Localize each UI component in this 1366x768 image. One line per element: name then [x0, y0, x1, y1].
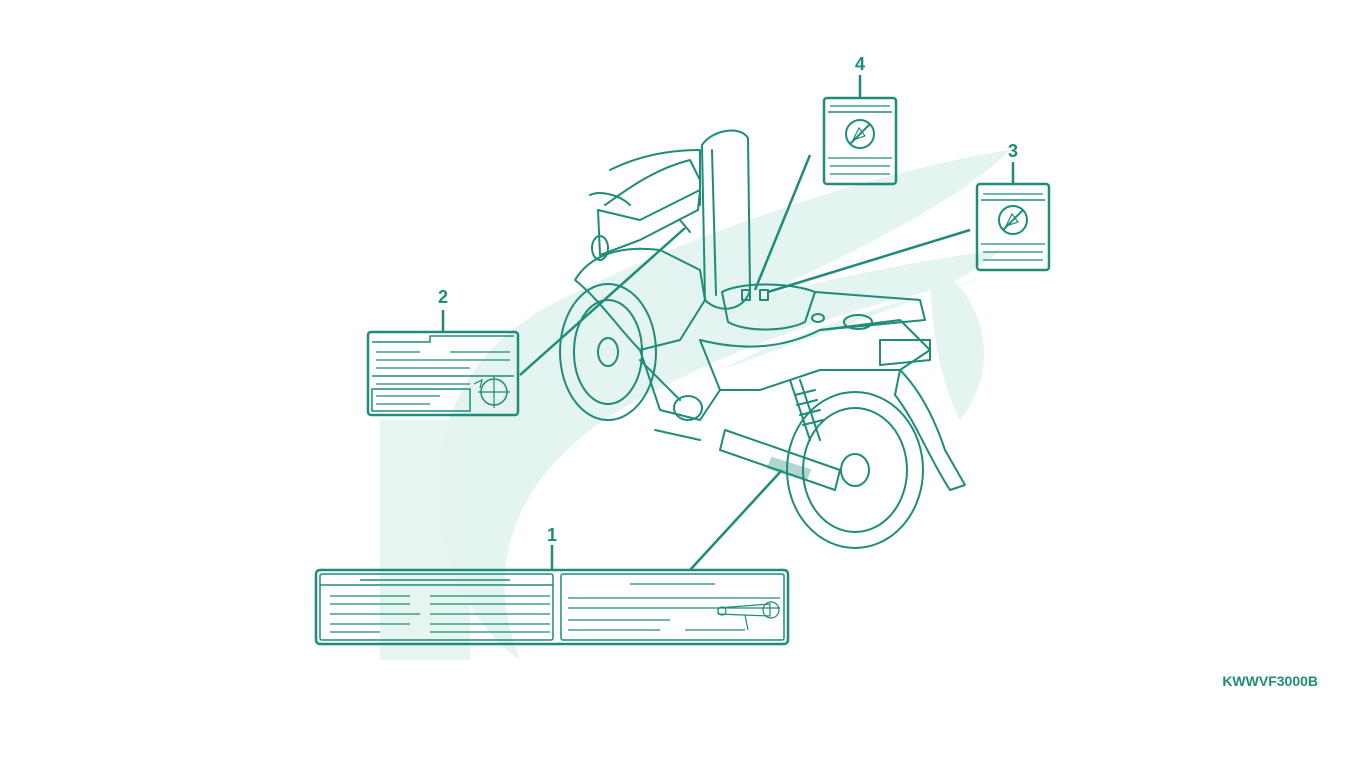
front-wheel: [559, 283, 657, 421]
chain-case: [719, 429, 841, 491]
motorcycle-drawing: [559, 129, 966, 549]
callout-number-1: 1: [547, 525, 557, 545]
label-4-fuel-warning: [822, 96, 898, 186]
wing-logo-watermark: [380, 150, 1010, 660]
rear-shock: [789, 379, 811, 441]
front-cowl: [574, 247, 706, 351]
leader-lines: [441, 75, 1015, 571]
callout-number-3: 3: [1008, 141, 1018, 161]
rear-fender: [894, 369, 966, 491]
leader-line-4: [753, 154, 812, 291]
drawing-code: KWWVF3000B: [1222, 673, 1318, 689]
label-2-tire-info: [366, 330, 520, 417]
chain-label-patch: [767, 457, 811, 481]
handlebar: [597, 189, 701, 256]
rear-wheel: [786, 391, 924, 549]
callout-number-4: 4: [855, 54, 865, 74]
no-fire-icon-4: [845, 119, 875, 149]
callout-number-2: 2: [438, 287, 448, 307]
leader-line-2: [519, 227, 686, 376]
no-fire-icon-3: [998, 205, 1028, 235]
leader-line-3: [767, 228, 971, 294]
label-3-fuel-warning: [975, 182, 1051, 272]
leader-line-1: [689, 469, 783, 571]
seat-storage: [721, 283, 816, 331]
label-1-chain: [314, 568, 790, 646]
